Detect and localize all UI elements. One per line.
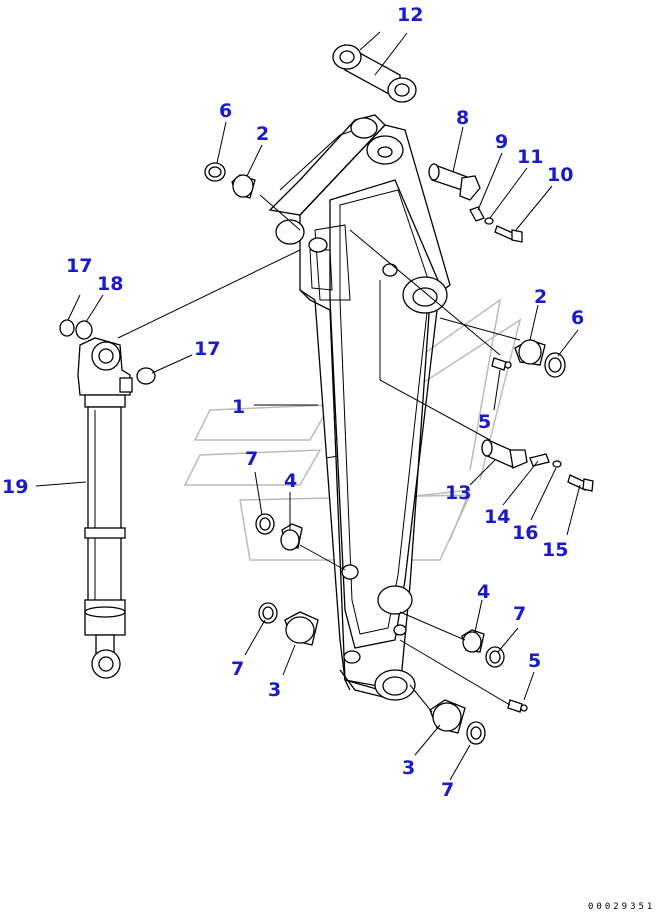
callouts: 12 6 2 8 9 11 10 17 18 17 2 6 1 5 19 7 4… <box>2 4 584 801</box>
callout-1: 1 <box>232 396 245 418</box>
callout-7-b: 7 <box>513 603 526 625</box>
callout-4: 4 <box>284 470 297 492</box>
callout-3: 3 <box>268 679 281 701</box>
callout-18: 18 <box>97 273 123 295</box>
callout-12: 12 <box>397 4 423 26</box>
callout-9: 9 <box>495 131 508 153</box>
part-8-pin-assembly <box>428 163 523 243</box>
right-lower-bushings <box>461 629 528 713</box>
callout-19: 19 <box>2 476 28 498</box>
callout-17-b: 17 <box>194 338 220 360</box>
left-lower-bushings <box>258 602 319 646</box>
callout-5: 5 <box>478 411 491 433</box>
callout-16: 16 <box>512 522 538 544</box>
bottom-right-bushings <box>429 699 486 745</box>
callout-8: 8 <box>456 107 469 129</box>
arm-bosses <box>275 117 448 701</box>
arm-body <box>268 114 451 701</box>
top-left-bushings <box>204 162 256 199</box>
document-number: 00029351 <box>588 902 655 912</box>
callout-3-b: 3 <box>402 757 415 779</box>
right-upper-bushings <box>491 339 566 378</box>
part-12-plate <box>332 43 417 103</box>
callout-15: 15 <box>542 539 568 561</box>
callout-7-c: 7 <box>231 658 244 680</box>
callout-6-b: 6 <box>571 307 584 329</box>
part-19-cylinder <box>59 319 156 679</box>
callout-5-b: 5 <box>528 650 541 672</box>
callout-4-b: 4 <box>477 581 490 603</box>
callout-17: 17 <box>66 255 92 277</box>
callout-13: 13 <box>445 482 471 504</box>
leader-lines <box>35 31 581 781</box>
callout-6: 6 <box>219 100 232 122</box>
callout-11: 11 <box>517 146 543 168</box>
callout-2-b: 2 <box>534 286 547 308</box>
callout-10: 10 <box>547 164 573 186</box>
callout-2: 2 <box>256 123 269 145</box>
callout-7: 7 <box>245 448 258 470</box>
callout-7-d: 7 <box>441 779 454 801</box>
callout-14: 14 <box>484 506 510 528</box>
left-middle-bushings <box>255 513 303 551</box>
part-13-pin-assembly <box>481 439 594 492</box>
